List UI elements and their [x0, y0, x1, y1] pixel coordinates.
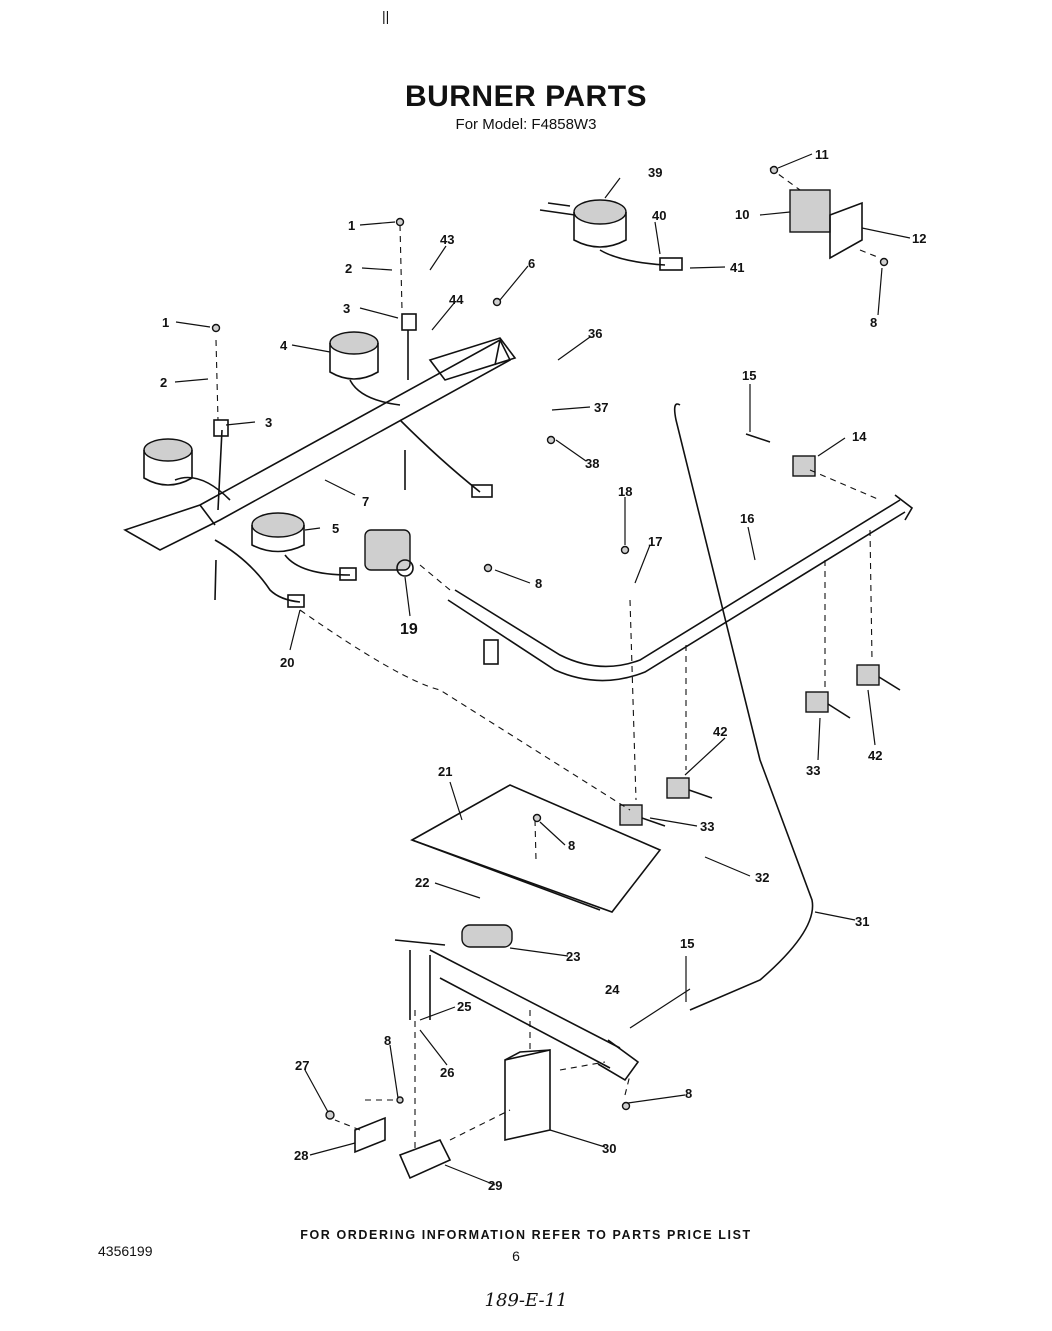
- callout-1: 1: [162, 315, 169, 330]
- callout-27: 27: [295, 1058, 309, 1073]
- callout-33: 33: [700, 819, 714, 834]
- callout-15: 15: [680, 936, 694, 951]
- document-number: 4356199: [98, 1243, 153, 1259]
- callout-26: 26: [440, 1065, 454, 1080]
- callout-3: 3: [265, 415, 272, 430]
- callout-17: 17: [648, 534, 662, 549]
- burner-head-left: [143, 438, 231, 501]
- callout-23: 23: [566, 949, 580, 964]
- thermostat-cover: [504, 1049, 551, 1141]
- callout-31: 31: [855, 914, 869, 929]
- callout-5: 5: [332, 521, 339, 536]
- callout-28: 28: [294, 1148, 308, 1163]
- page-title: BURNER PARTS: [404, 80, 648, 113]
- callout-8: 8: [535, 576, 542, 591]
- pressure-regulator: [364, 529, 414, 577]
- callout-40: 40: [652, 208, 666, 223]
- callout-24: 24: [605, 982, 620, 997]
- pilot-tube: [673, 403, 814, 1011]
- callout-11: 11: [815, 147, 829, 162]
- callout-8: 8: [870, 315, 877, 330]
- callout-19: 19: [400, 621, 418, 638]
- callout-43: 43: [440, 232, 454, 247]
- oven-burner: [394, 924, 640, 1082]
- callout-15: 15: [742, 368, 756, 383]
- burner-head-4: [329, 331, 401, 406]
- callout-16: 16: [740, 511, 754, 526]
- burner-crossbar: [123, 337, 517, 551]
- gas-tube-left: [214, 539, 301, 603]
- callout-41: 41: [730, 260, 744, 275]
- callout-42: 42: [868, 748, 882, 763]
- callout-14: 14: [852, 429, 867, 444]
- pilot-bracket: [354, 1116, 386, 1154]
- burner-head-39: [539, 199, 683, 271]
- callout-12: 12: [912, 231, 926, 246]
- callout-7: 7: [362, 494, 369, 509]
- top-mark: ||: [382, 8, 390, 24]
- callout-25: 25: [457, 999, 471, 1014]
- callout-44: 44: [449, 292, 464, 307]
- callout-20: 20: [280, 655, 294, 670]
- valve-manifold: [447, 494, 914, 682]
- callout-6: 6: [528, 256, 535, 271]
- callout-8: 8: [568, 838, 575, 853]
- callout-18: 18: [618, 484, 632, 499]
- callout-39: 39: [648, 165, 662, 180]
- oven-burner-shield: [410, 784, 662, 913]
- callout-2: 2: [160, 375, 167, 390]
- callout-32: 32: [755, 870, 769, 885]
- callout-36: 36: [588, 326, 602, 341]
- callout-3: 3: [343, 301, 350, 316]
- callout-42: 42: [713, 724, 727, 739]
- valves: [619, 433, 901, 827]
- callout-29: 29: [488, 1178, 502, 1193]
- gas-tube-center: [399, 419, 481, 493]
- callout-1: 1: [348, 218, 355, 233]
- callout-8: 8: [685, 1086, 692, 1101]
- page-number: 6: [512, 1248, 520, 1264]
- model-subtitle: For Model: F4858W3: [455, 116, 597, 133]
- callout-30: 30: [602, 1141, 616, 1156]
- fasteners: [211, 165, 889, 1120]
- callout-37: 37: [594, 400, 608, 415]
- switch-assembly: [789, 189, 863, 260]
- callout-38: 38: [585, 456, 599, 471]
- ordering-note: FOR ORDERING INFORMATION REFER TO PARTS …: [300, 1228, 752, 1242]
- callout-22: 22: [415, 875, 429, 890]
- handwritten-code: 189-E-11: [484, 1290, 568, 1311]
- burner-head-5: [251, 512, 357, 581]
- callout-4: 4: [280, 338, 288, 353]
- callout-33: 33: [806, 763, 820, 778]
- callout-21: 21: [438, 764, 452, 779]
- callout-8: 8: [384, 1033, 391, 1048]
- callout-10: 10: [735, 207, 749, 222]
- callout-labels: 1 1 2 2 3 3 4 5 6 7 8 8 8 8 8 10 11 12 1…: [160, 147, 926, 1193]
- leader-lines: [174, 153, 911, 1186]
- pilot-block: [398, 1138, 452, 1180]
- callout-2: 2: [345, 261, 352, 276]
